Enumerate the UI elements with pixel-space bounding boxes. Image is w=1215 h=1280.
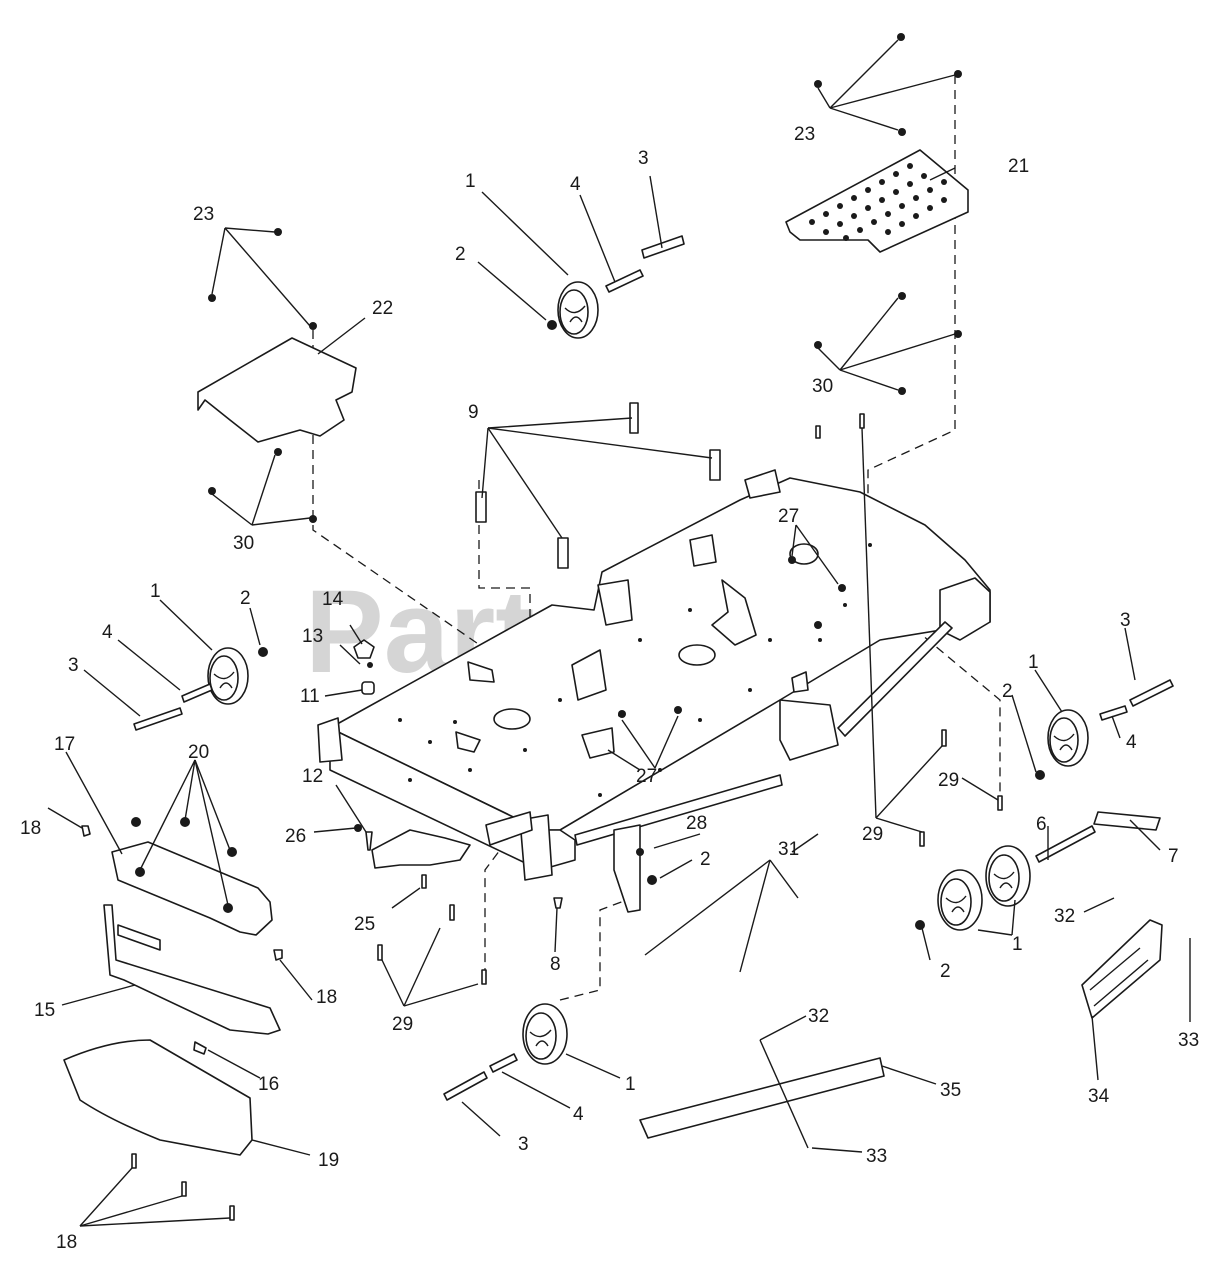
callout-2: 2 (455, 244, 466, 265)
callout-27: 27 (636, 766, 657, 787)
baffle-bracket (371, 829, 471, 869)
height-knob (353, 639, 375, 695)
callout-22: 22 (372, 298, 393, 319)
callout-20: 20 (188, 742, 209, 763)
callout-2: 2 (700, 849, 711, 870)
callout-29: 29 (862, 824, 883, 845)
callout-30: 30 (233, 533, 254, 554)
callout-2: 2 (1002, 681, 1013, 702)
chute-plate-15 (103, 904, 281, 1035)
caster-wheel-right (1047, 679, 1174, 767)
discharge-chute-19 (63, 1039, 253, 1156)
callout-4: 4 (1126, 732, 1137, 753)
spacers (475, 402, 721, 569)
caster-wheel-bottom (443, 1003, 568, 1101)
callout-1: 1 (465, 171, 476, 192)
callout-3: 3 (68, 655, 79, 676)
baffle-34 (1081, 919, 1163, 1019)
side-bracket-17 (111, 841, 273, 936)
callout-25: 25 (354, 914, 375, 935)
callout-27: 27 (778, 506, 799, 527)
callout-21: 21 (1008, 156, 1029, 177)
callout-32: 32 (808, 1006, 829, 1027)
callout-23: 23 (193, 204, 214, 225)
callout-16: 16 (258, 1074, 279, 1095)
callout-9: 9 (468, 402, 479, 423)
callout-3: 3 (1120, 610, 1131, 631)
callout-32: 32 (1054, 906, 1075, 927)
callout-3: 3 (518, 1134, 529, 1155)
callout-31: 31 (778, 839, 799, 860)
callout-2: 2 (240, 588, 251, 609)
callout-26: 26 (285, 826, 306, 847)
callout-8: 8 (550, 954, 561, 975)
caster-wheel-left (133, 647, 249, 731)
perforated-shield-21 (785, 149, 969, 253)
bolts (81, 413, 1003, 1221)
callout-7: 7 (1168, 846, 1179, 867)
baffle-35 (639, 1057, 885, 1139)
callout-3: 3 (638, 148, 649, 169)
callout-19: 19 (318, 1150, 339, 1171)
callout-4: 4 (570, 174, 581, 195)
callout-18: 18 (20, 818, 41, 839)
callout-1: 1 (150, 581, 161, 602)
callout-6: 6 (1036, 814, 1047, 835)
callout-12: 12 (302, 766, 323, 787)
callout-29: 29 (392, 1014, 413, 1035)
callout-1: 1 (625, 1074, 636, 1095)
leader-lines (47, 39, 1191, 1227)
callout-11: 11 (300, 686, 320, 707)
callout-17: 17 (54, 734, 75, 755)
callout-30: 30 (812, 376, 833, 397)
callout-34: 34 (1088, 1086, 1110, 1107)
callout-18: 18 (56, 1232, 77, 1253)
callout-15: 15 (34, 1000, 55, 1021)
dual-wheel-assembly (937, 811, 1161, 931)
callout-13: 13 (302, 626, 323, 647)
callout-4: 4 (102, 622, 113, 643)
callouts: 1 1 1 1 1 2 2 2 2 2 3 3 3 3 4 4 4 4 6 7 … (20, 124, 1199, 1253)
callout-1: 1 (1012, 934, 1023, 955)
callout-1: 1 (1028, 652, 1039, 673)
callout-14: 14 (322, 589, 344, 610)
caster-wheel-top (557, 235, 685, 339)
callout-23: 23 (794, 124, 815, 145)
callout-29: 29 (938, 770, 959, 791)
callout-33: 33 (1178, 1030, 1199, 1051)
callout-35: 35 (940, 1080, 961, 1101)
callout-2: 2 (940, 961, 951, 982)
belt-cover-22 (197, 337, 357, 443)
callout-28: 28 (686, 813, 707, 834)
callout-4: 4 (573, 1104, 584, 1125)
callout-33: 33 (866, 1146, 887, 1167)
callout-18: 18 (316, 987, 337, 1008)
